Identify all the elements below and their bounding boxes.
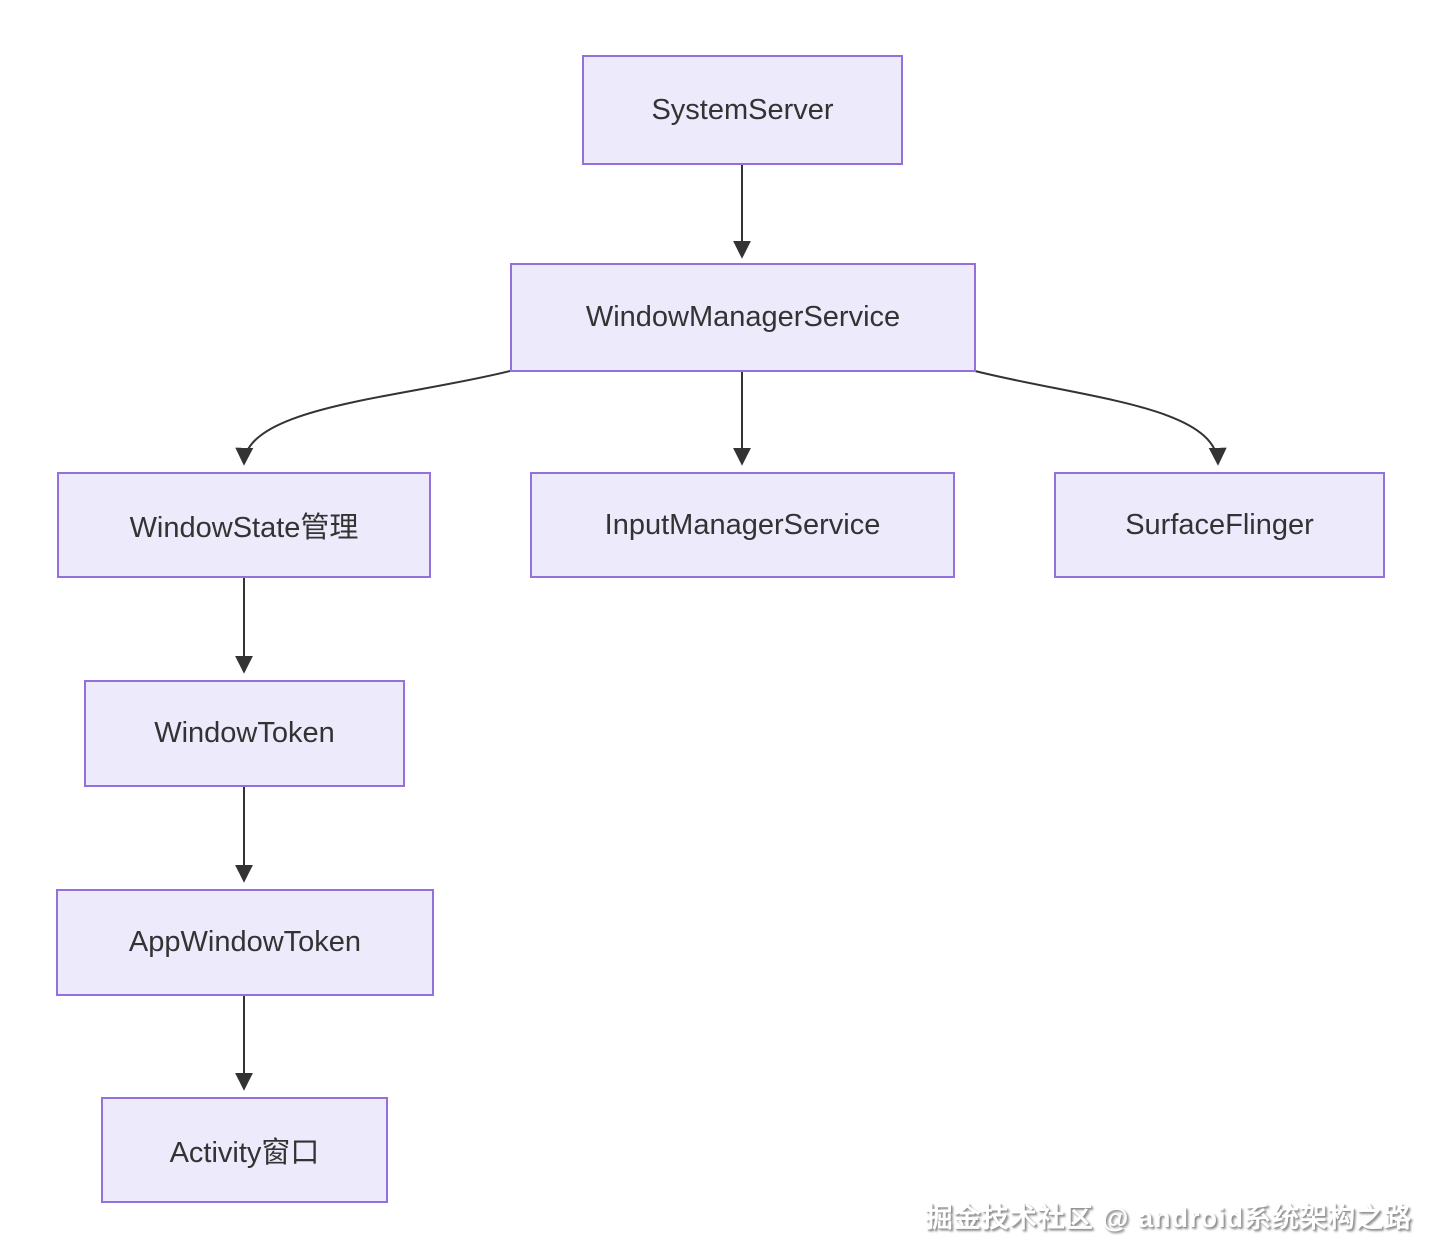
node-app-window-token-label: AppWindowToken — [128, 926, 362, 958]
node-surface-flinger-label: SurfaceFlinger — [1125, 508, 1314, 541]
node-window-manager-service: WindowManagerService — [510, 263, 976, 372]
node-activity-window-label: Activity窗口 — [169, 1137, 320, 1169]
node-activity-window: Activity窗口 — [101, 1097, 388, 1203]
node-window-token: WindowToken — [84, 680, 405, 787]
node-window-token-label: WindowToken — [154, 717, 335, 749]
node-surface-flinger: SurfaceFlinger — [1054, 472, 1385, 578]
node-input-manager-service-label: InputManagerService — [604, 508, 881, 541]
edge-wms-surfaceflinger — [974, 370, 1227, 466]
node-system-server: SystemServer — [582, 55, 903, 165]
edge-wms-windowstate — [235, 370, 511, 466]
node-input-manager-service: InputManagerService — [530, 472, 955, 578]
node-window-state: WindowState管理 — [57, 472, 431, 578]
node-window-state-label: WindowState管理 — [129, 512, 359, 544]
node-system-server-label: SystemServer — [651, 93, 834, 126]
node-app-window-token: AppWindowToken — [56, 889, 434, 996]
watermark-text: 掘金技术社区 @ android系统架构之路 — [925, 1203, 1412, 1233]
node-window-manager-service-label: WindowManagerService — [585, 301, 901, 333]
